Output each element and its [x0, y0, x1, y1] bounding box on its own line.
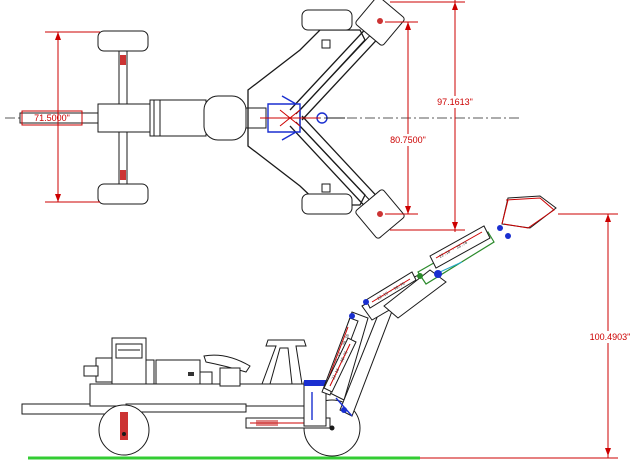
stabilizer-arm-bottom	[289, 115, 405, 239]
mast-blue-cap	[304, 380, 326, 386]
bucket	[501, 195, 557, 229]
deck-lower	[125, 403, 247, 413]
swing-pivot-top	[260, 95, 345, 141]
tank-valve	[199, 371, 213, 385]
engine-label-plate	[115, 343, 143, 359]
top-view: 71.5000"	[5, 0, 520, 239]
turret-bearing	[203, 95, 247, 141]
dim-top-inner: 80.7500"	[390, 135, 426, 145]
control-console	[261, 339, 307, 385]
rear-wheel-top	[97, 30, 149, 52]
frame-section-rear	[97, 103, 155, 133]
small-bracket-bottom	[321, 183, 331, 193]
deck-frame	[89, 383, 321, 407]
left-dim-box	[21, 110, 83, 126]
axle-clamp-bottom	[120, 170, 126, 180]
frame-section-mid	[149, 99, 207, 137]
axle-clamp-top	[120, 55, 126, 65]
bucket-red-edge	[503, 197, 555, 229]
boom-mast	[303, 381, 327, 427]
side-view: 22.16 - 38.76 22.16 - 38.76 22.16 - 38.7…	[21, 195, 637, 460]
main-frame: 71.5000"	[19, 95, 267, 141]
small-bracket-top	[321, 39, 331, 49]
stabilizer-arm-top	[289, 0, 405, 121]
front-wheel-top	[301, 9, 353, 31]
pump	[145, 359, 155, 385]
boom-elbow	[383, 269, 447, 319]
seat-post	[219, 367, 241, 387]
dim-top-left: 71.5000"	[34, 113, 70, 123]
front-wheel-bottom	[301, 193, 353, 215]
top-dimensions: 97.1613" 80.7500"	[45, 0, 482, 232]
rear-hub-bracket	[120, 412, 128, 440]
rear-wheel-bottom	[97, 183, 149, 205]
dim-side-height: 100.4903"	[590, 332, 631, 342]
engine-muffler	[83, 365, 99, 377]
side-dimension: 100.4903"	[420, 213, 637, 459]
dim-top-total: 97.1613"	[437, 97, 473, 107]
